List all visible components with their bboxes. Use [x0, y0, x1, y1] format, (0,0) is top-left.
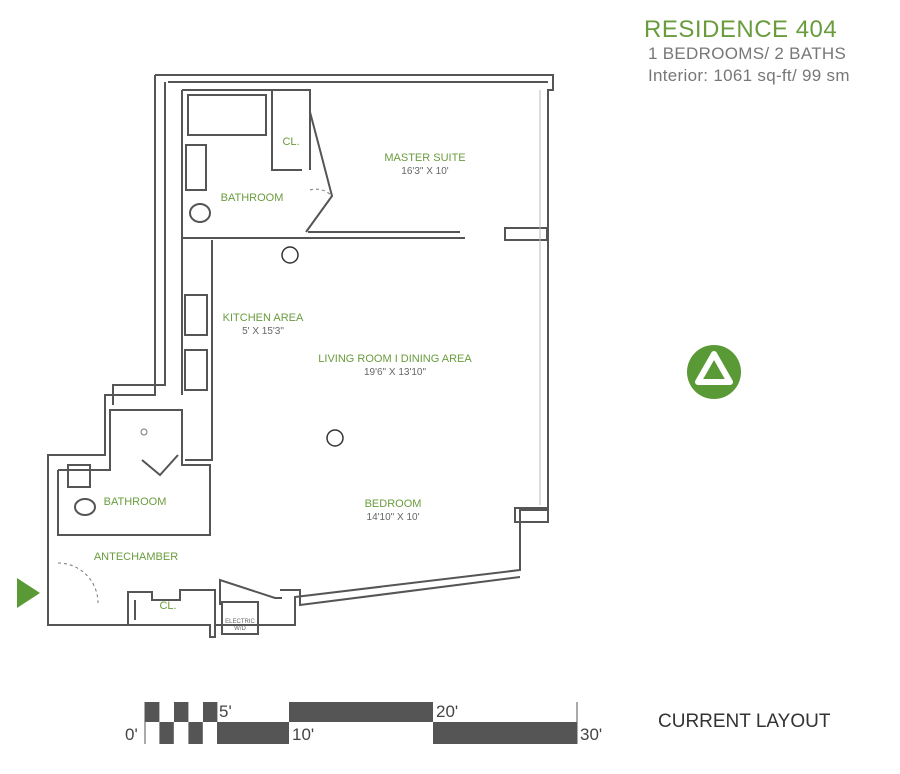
room-kitchen-dims: 5' X 15'3" — [242, 326, 284, 337]
entry-arrow-icon — [17, 578, 40, 608]
room-kitchen: KITCHEN AREA — [222, 312, 304, 324]
scale-label-20: 20' — [436, 702, 459, 721]
floor-drain — [140, 428, 148, 436]
washer-dryer-line1: ELECTRIC — [225, 619, 255, 625]
residence-title: RESIDENCE 404 — [644, 16, 838, 43]
room-closet-upper: CL. — [282, 136, 300, 148]
room-master-suite: MASTER SUITE — [384, 152, 466, 164]
current-layout-label: CURRENT LAYOUT — [658, 711, 831, 732]
washer-dryer-line2: W/D — [234, 626, 246, 632]
interior-area: Interior: 1061 sq-ft/ 99 sm — [648, 66, 850, 85]
room-living-dining: LIVING ROOM I DINING AREA — [318, 353, 472, 365]
walls — [47, 74, 554, 638]
column — [281, 246, 299, 264]
room-living-dining-dims: 19'6" X 13'10" — [363, 367, 427, 378]
washer-dryer: ELECTRIC W/D — [223, 619, 257, 633]
scale-bar — [144, 702, 578, 744]
room-antechamber: ANTECHAMBER — [93, 551, 179, 563]
compass-icon — [687, 345, 741, 399]
scale-label-5: 5' — [219, 702, 232, 721]
scale-label-30: 30' — [580, 725, 603, 744]
scale-label-0: 0' — [125, 725, 138, 744]
room-master-suite-dims: 16'3" X 10' — [401, 166, 449, 177]
room-bedroom-dims: 14'10" X 10' — [366, 512, 420, 523]
room-bathroom-lower: BATHROOM — [103, 496, 167, 508]
bedrooms-baths: 1 BEDROOMS/ 2 BATHS — [648, 44, 847, 63]
scale-label-10: 10' — [292, 725, 315, 744]
door-swings — [57, 188, 333, 604]
room-bedroom: BEDROOM — [364, 498, 422, 510]
room-closet-lower: CL. — [159, 600, 177, 612]
column — [326, 429, 344, 447]
room-bathroom-upper: BATHROOM — [220, 192, 284, 204]
